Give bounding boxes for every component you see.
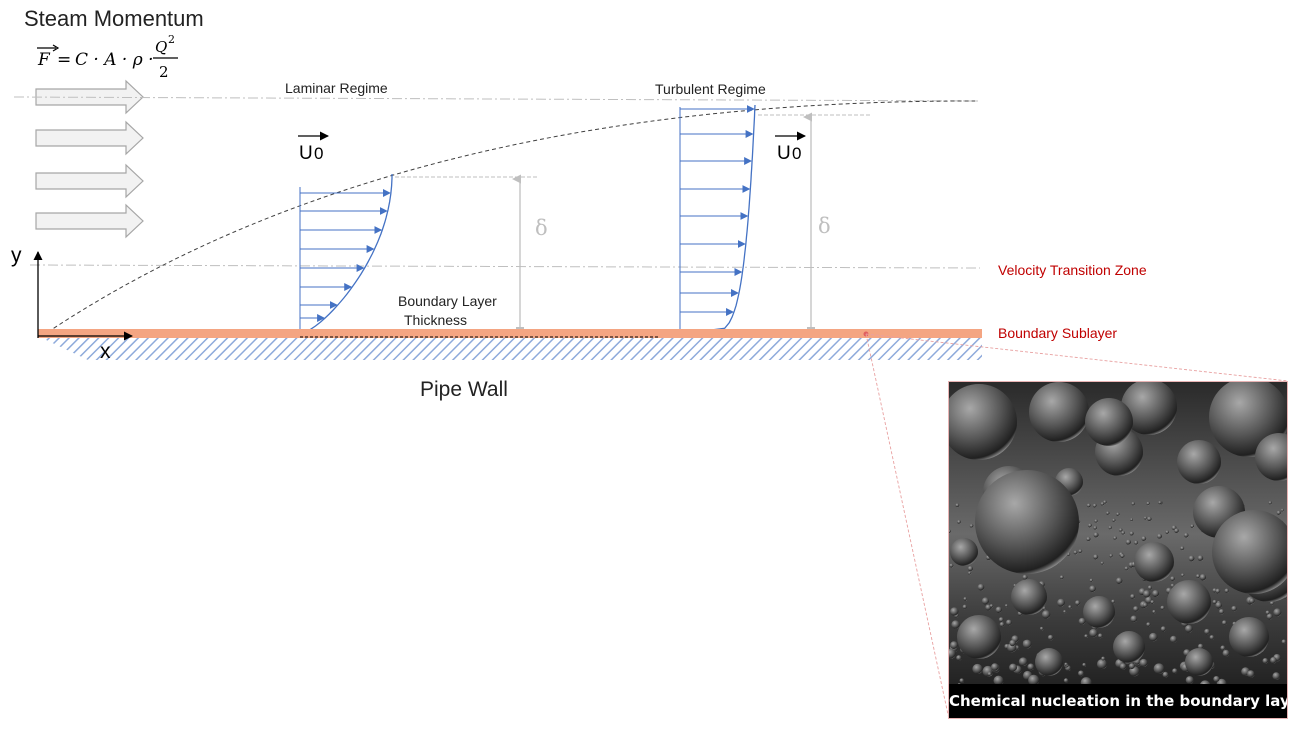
boundary-layer-growth-curve: [41, 100, 976, 337]
velocity-symbol-laminar: U 0: [298, 131, 329, 164]
formula-vector-arrowhead: [52, 44, 60, 52]
pipe-wall-hatch: [42, 338, 982, 360]
zoom-callout-line-left: [865, 333, 950, 720]
laminar-velocity-profile: [299, 174, 393, 335]
zoom-callout-line-right: [865, 333, 1289, 382]
inset-caption: Chemical nucleation in the boundary laye…: [949, 684, 1287, 718]
laminar-regime-label: Laminar Regime: [285, 80, 388, 96]
formula-numerator: Q: [155, 38, 167, 56]
flow-arrow-4: [35, 203, 144, 239]
turbulent-delta-symbol: δ: [818, 214, 831, 238]
pipe-wall-label: Pipe Wall: [420, 378, 508, 401]
momentum-formula: F = C · A · ρ · Q 2 2: [37, 33, 178, 81]
boundary-layer-label-line2: Thickness: [404, 312, 467, 328]
boundary-layer-label-line1: Boundary Layer: [398, 293, 497, 309]
velocity-symbol-text: U: [299, 143, 313, 164]
transition-zone-line: [29, 264, 981, 269]
boundary-sublayer-label: Boundary Sublayer: [998, 325, 1117, 341]
boundary-sublayer-band: [38, 329, 982, 338]
y-axis-label: y: [11, 244, 22, 267]
turbulent-profile-curve: [679, 104, 756, 335]
diagram-title: Steam Momentum: [24, 6, 204, 31]
free-stream-line: [13, 96, 981, 102]
turbulent-regime-label: Turbulent Regime: [655, 81, 766, 97]
sem-image-inset: Chemical nucleation in the boundary laye…: [948, 381, 1288, 719]
turbulent-velocity-profile: [679, 104, 756, 335]
velocity-symbol-turbulent: U 0: [775, 131, 806, 164]
x-axis-label: x: [100, 340, 111, 363]
formula-exponent: 2: [168, 33, 175, 46]
velocity-symbol-text: U: [777, 143, 791, 164]
velocity-subscript-text: 0: [792, 144, 801, 163]
laminar-profile-curve: [299, 174, 393, 335]
nucleation-micrograph: [949, 382, 1287, 718]
velocity-transition-zone-label: Velocity Transition Zone: [998, 262, 1147, 278]
formula-denominator: 2: [159, 63, 169, 81]
free-stream-arrows: [35, 79, 144, 239]
formula-lhs: F: [37, 50, 51, 70]
laminar-delta-symbol: δ: [535, 216, 548, 240]
flow-arrow-3: [35, 163, 144, 199]
flow-arrow-2: [35, 120, 144, 156]
formula-equals: =: [57, 50, 71, 70]
velocity-subscript-text: 0: [314, 144, 323, 163]
formula-rhs: C · A · ρ ·: [75, 50, 154, 70]
